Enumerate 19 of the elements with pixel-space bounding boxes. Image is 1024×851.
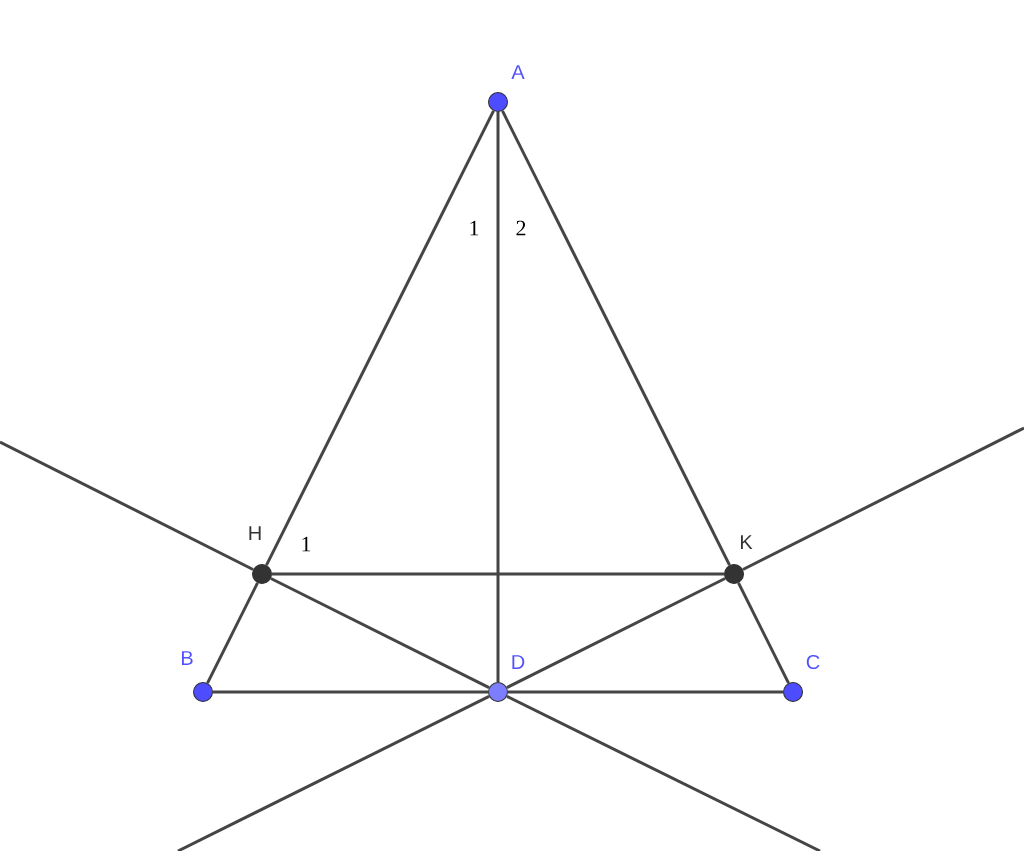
line-segment (501, 110, 731, 566)
point-label: A (511, 65, 525, 79)
line-segment (737, 582, 790, 684)
point-label: C (806, 654, 820, 670)
angle-label: 1 (302, 536, 311, 552)
line-segment (265, 110, 495, 566)
line-segment (270, 577, 490, 689)
angle-label: 1 (470, 220, 479, 236)
line-segment (272, 572, 724, 576)
point-label: D (512, 655, 525, 669)
line-segment (508, 690, 783, 694)
line-segment (213, 690, 488, 694)
point-label: B (182, 651, 193, 665)
line-segment (496, 112, 500, 682)
point-label: H (249, 526, 261, 540)
line-segment (506, 577, 726, 689)
line-segment (206, 582, 259, 684)
point-label: K (741, 535, 753, 549)
angle-label: 2 (516, 220, 526, 236)
